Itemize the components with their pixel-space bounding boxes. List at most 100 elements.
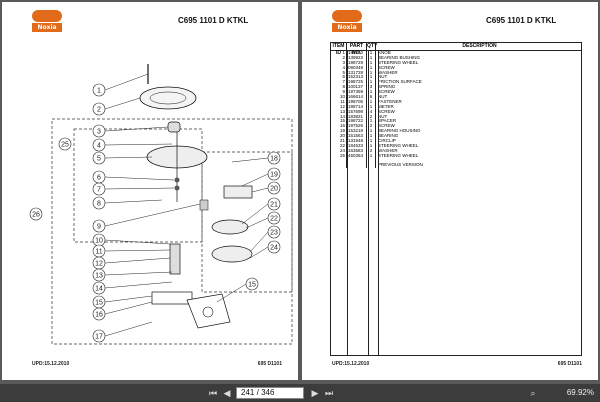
svg-text:12: 12: [95, 261, 103, 268]
svg-text:18: 18: [270, 156, 278, 163]
svg-text:13: 13: [95, 273, 103, 280]
callout-3: 3: [92, 124, 106, 138]
svg-text:10: 10: [95, 238, 103, 245]
cell-item-id: [331, 163, 347, 169]
cell-item-id: 19: [331, 128, 347, 135]
cell-qty: 1: [367, 143, 376, 149]
cell-description: STEERING WHEEL: [378, 152, 419, 158]
callout-23: 23: [267, 225, 281, 239]
cell-qty: 1: [367, 55, 376, 61]
svg-text:5: 5: [97, 156, 101, 163]
part-bearing-bushing: [139, 86, 197, 110]
cell-part-no: 139923: [347, 55, 367, 61]
svg-text:2: 2: [97, 107, 101, 114]
cell-description: WASHER: [378, 147, 398, 153]
cell-qty: 1: [367, 89, 376, 96]
callout-11: 11: [92, 244, 106, 258]
cell-part-no: 197359: [347, 89, 367, 96]
callout-15a: 15: [92, 295, 106, 309]
callout-2: 2: [92, 102, 106, 116]
last-page-icon[interactable]: ⏭: [324, 388, 334, 398]
svg-text:4: 4: [97, 143, 101, 150]
cell-description: SCREW: [378, 123, 395, 129]
callout-10: 10: [92, 233, 106, 247]
callout-26: 26: [29, 207, 43, 221]
callout-5: 5: [92, 151, 106, 165]
cell-part-no: 198740: [347, 50, 367, 56]
svg-text:22: 22: [270, 216, 278, 223]
part-cap: [167, 121, 181, 133]
cell-description: FRICTION SURFACE: [378, 79, 422, 85]
cell-part-no: 198725: [347, 79, 367, 86]
cell-qty: 2: [367, 148, 376, 154]
callout-12: 12: [92, 256, 106, 270]
cell-qty: 1: [367, 99, 376, 105]
cell-item-id: 6: [331, 75, 347, 81]
svg-text:26: 26: [32, 212, 40, 219]
callout-22: 22: [267, 211, 281, 225]
cell-qty: 1: [367, 153, 376, 159]
svg-text:7: 7: [97, 187, 101, 194]
cell-description: SCREW: [378, 108, 395, 114]
svg-text:24: 24: [270, 245, 278, 252]
first-page-icon[interactable]: ⏮: [208, 388, 218, 398]
callout-15b: 15: [245, 277, 259, 291]
svg-text:9: 9: [97, 224, 101, 231]
header-description: DESCRIPTION: [462, 43, 497, 49]
next-page-icon[interactable]: ▶: [311, 388, 319, 398]
cell-part-no: 198729: [347, 60, 367, 66]
cell-item-id: 22: [331, 143, 347, 149]
cell-item-id: 25: [331, 153, 347, 159]
cell-qty: 1: [367, 75, 376, 81]
cell-qty: 1: [367, 79, 376, 86]
part-mount-hole: [202, 306, 214, 318]
cell-item-id: 11: [331, 99, 347, 105]
svg-text:16: 16: [95, 312, 103, 319]
svg-text:11: 11: [95, 249, 102, 256]
svg-text:25: 25: [61, 142, 69, 149]
prev-page-icon[interactable]: ◀: [223, 388, 231, 398]
svg-text:20: 20: [270, 186, 278, 193]
callout-4: 4: [92, 138, 106, 152]
logo-text: Noxia: [332, 23, 362, 32]
cell-part-no: 153218: [347, 128, 367, 135]
cell-description: STEERING WHEEL: [378, 59, 419, 65]
cell-part-no: 131948: [347, 138, 367, 144]
cell-part-no: [347, 158, 367, 164]
zoom-level[interactable]: 69.92%: [566, 388, 594, 397]
cell-part-no: 184533: [347, 143, 367, 149]
cell-part-no: 198714: [347, 104, 367, 110]
cell-qty: 1: [367, 119, 376, 125]
col-divider: [347, 51, 348, 355]
part-spacer-bracket: [151, 291, 193, 305]
cell-part-no: 197526: [347, 123, 367, 130]
footer-code: 695 D1101: [257, 361, 282, 367]
header-item-id: ITEM ID: [331, 43, 347, 56]
cell-qty: 1: [367, 133, 376, 140]
cell-qty: 1: [367, 104, 376, 110]
cell-description: NUT: [378, 94, 388, 100]
footer-code: 695 D1101: [557, 361, 582, 367]
zoom-icon[interactable]: ⌕: [530, 388, 536, 398]
cell-item-id: 21: [331, 138, 347, 144]
table-row: [331, 158, 581, 164]
cell-part-no: 198705: [347, 99, 367, 105]
callout-24: 24: [267, 240, 281, 254]
page-number-field[interactable]: 241 / 346: [236, 387, 304, 399]
cell-qty: 1: [367, 65, 376, 71]
cell-item-id: 8: [331, 84, 347, 91]
svg-text:23: 23: [270, 230, 278, 237]
cell-description: BEARING: [378, 133, 399, 139]
part-fastener: [199, 199, 209, 211]
cell-description: KNOB: [378, 50, 391, 55]
